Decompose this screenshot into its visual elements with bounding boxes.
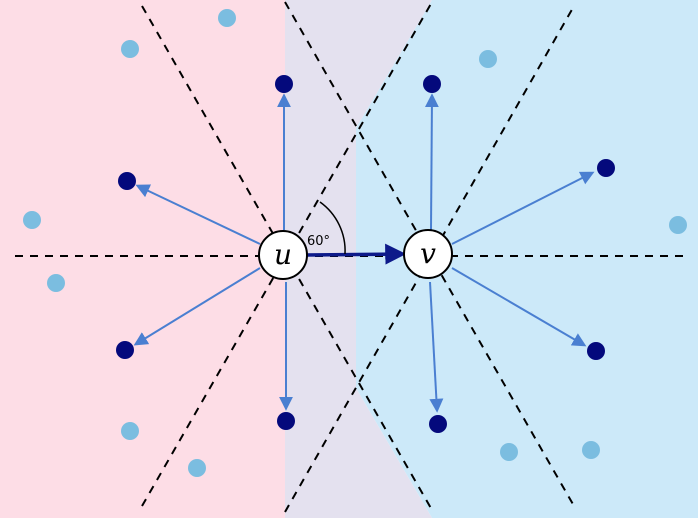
arrow-v-up [424, 93, 439, 231]
node-u: u [258, 230, 308, 280]
background-point [669, 216, 687, 234]
node-u-label: u [274, 238, 292, 271]
region-middle [285, 0, 432, 518]
background-point [479, 50, 497, 68]
angle-arc [319, 201, 346, 255]
neighbor-point [423, 75, 441, 93]
node-u-circle [258, 230, 308, 280]
arrow-u-upper-left [135, 184, 261, 245]
neighbor-point [275, 75, 293, 93]
node-v-label: v [420, 237, 436, 270]
angle-label: 60° [307, 234, 330, 249]
node-v: v [403, 229, 453, 279]
region-v [356, 0, 698, 518]
neighbor-point [116, 341, 134, 359]
background-points [23, 9, 687, 477]
u-arrows [133, 93, 293, 411]
neighbor-point [587, 342, 605, 360]
neighbor-point [118, 172, 136, 190]
region-u [0, 0, 356, 518]
node-v-circle [403, 229, 453, 279]
arrow-u-lower-left [133, 267, 261, 346]
background-point [218, 9, 236, 27]
arrow-v-lower-right [451, 267, 587, 347]
arrow-v-down [429, 281, 444, 413]
background-point [47, 274, 65, 292]
background-point [582, 441, 600, 459]
neighbor-point [277, 412, 295, 430]
background-point [121, 40, 139, 58]
v-arrows [424, 93, 595, 413]
neighbor-points [116, 75, 615, 433]
neighbor-point [429, 415, 447, 433]
background-point [188, 459, 206, 477]
neighbor-point [597, 159, 615, 177]
arrow-v-upper-right [451, 171, 595, 245]
background-point [500, 443, 518, 461]
background-point [121, 422, 139, 440]
background-point [23, 211, 41, 229]
arrow-u-to-v [305, 243, 407, 265]
